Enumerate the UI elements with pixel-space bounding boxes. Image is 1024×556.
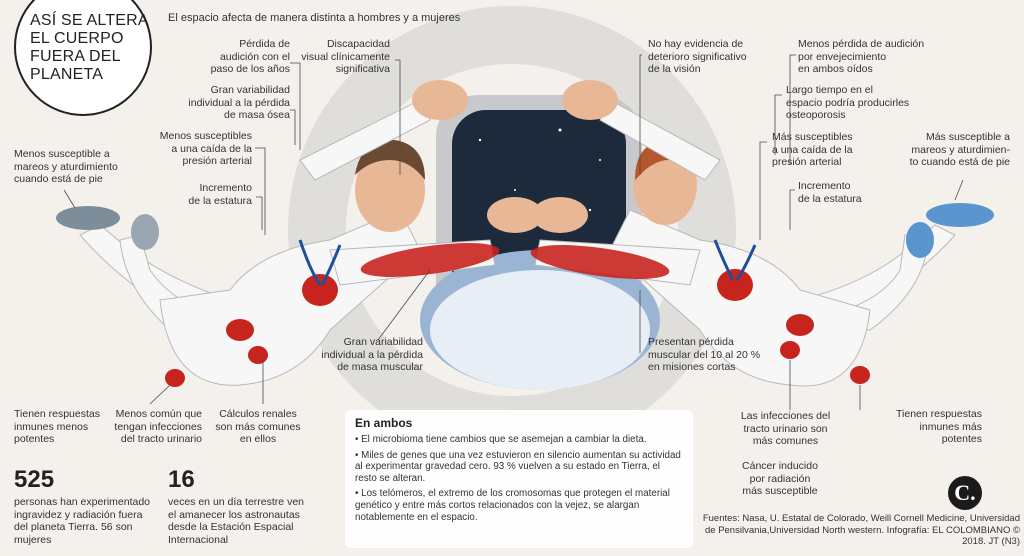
list-item: • Los telómeros, el extremo de los cromo… xyxy=(355,488,670,523)
label-male-mareos: Menos susceptible a mareos y aturdimient… xyxy=(14,148,118,185)
stat-text: personas han experimentado ingravidez y … xyxy=(14,496,151,546)
label-male-calculos: Cálculos renales son más comunes en ello… xyxy=(215,408,301,445)
label-female-osteoporosis: Largo tiempo en el espacio podría produc… xyxy=(786,84,910,121)
stat-text: veces en un día terrestre ven el amanece… xyxy=(168,496,304,546)
label-female-vision: No hay evidencia de deterioro significat… xyxy=(648,38,747,75)
label-female-infecciones: Las infecciones del tracto urinario son … xyxy=(740,410,831,447)
el-colombiano-logo-icon: C. xyxy=(948,476,982,510)
stat-value: 16 xyxy=(168,466,195,493)
label-female-respuestas: Tienen respuestas inmunes más potentes xyxy=(896,408,982,445)
subtitle: El espacio afecta de manera distinta a h… xyxy=(168,12,461,24)
label-female-audicion: Menos pérdida de audición por envejecimi… xyxy=(798,38,925,75)
male-shoe xyxy=(56,206,120,230)
label-female-presion: Más susceptibles a una caída de la presi… xyxy=(772,131,853,168)
title-badge xyxy=(14,0,152,116)
title-line: PLANETA xyxy=(30,66,104,83)
label-male-estatura: Incremento de la estatura xyxy=(188,182,252,207)
female-astronaut xyxy=(530,80,994,387)
list-item: • El microbioma tiene cambios que se ase… xyxy=(355,434,647,445)
label-male-audicion: Pérdida de audición con el paso de los a… xyxy=(210,38,290,75)
stat-value: 525 xyxy=(14,466,55,493)
label-male-masa-osea: Gran variabilidad individual a la pérdid… xyxy=(188,84,290,121)
male-head xyxy=(355,148,425,232)
title-line: ASÍ SE ALTERA xyxy=(30,12,149,29)
credits: Fuentes: Nasa, U. Estatal de Colorado, W… xyxy=(702,513,1020,547)
label-male-vision: Discapacidad visual clínicamente signifi… xyxy=(301,38,390,75)
label-male-respuestas: Tienen respuestas inmunes menos potentes xyxy=(14,408,100,445)
page-title: ASÍ SE ALTERA EL CUERPO FUERA DEL PLANET… xyxy=(30,12,149,84)
label-male-infecciones: Menos común que tengan infecciones del t… xyxy=(114,408,202,445)
female-shoe xyxy=(926,203,994,227)
male-astronaut xyxy=(56,80,543,387)
label-female-muscular: Presentan pérdida muscular del 10 al 20 … xyxy=(648,336,761,373)
label-female-estatura: Incremento de la estatura xyxy=(798,180,862,205)
list-item: • Miles de genes que una vez estuvieron … xyxy=(355,449,681,484)
ambos-list: • El microbioma tiene cambios que se ase… xyxy=(355,434,683,523)
leader-lines xyxy=(63,54,964,410)
title-line: FUERA DEL xyxy=(30,48,121,65)
title-line: EL CUERPO xyxy=(30,30,124,47)
label-male-presion: Menos susceptibles a una caída de la pre… xyxy=(159,130,252,167)
ambos-heading: En ambos xyxy=(355,416,413,430)
label-female-mareos: Más susceptible a mareos y aturdimien- t… xyxy=(909,131,1010,168)
label-female-cancer: Cáncer inducido por radiación más suscep… xyxy=(742,460,818,497)
label-male-masa-muscular: Gran variabilidad individual a la pérdid… xyxy=(321,336,423,373)
ambos-box: En ambos • El microbioma tiene cambios q… xyxy=(345,410,693,548)
